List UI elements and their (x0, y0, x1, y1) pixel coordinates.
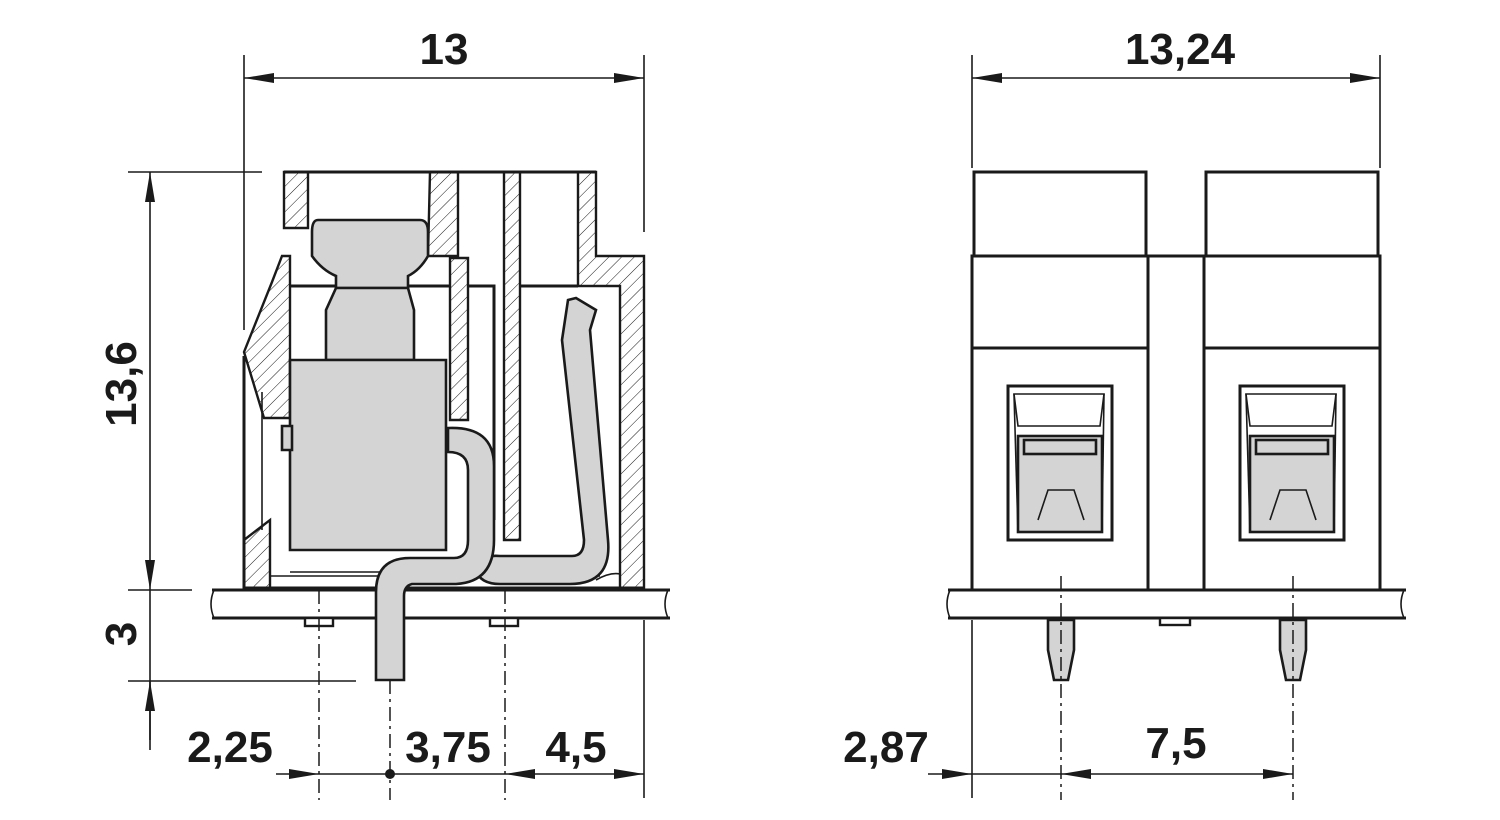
front-dimensions (928, 73, 1380, 779)
dim-offset-mid: 3,75 (405, 723, 491, 772)
side-dimensions (145, 73, 644, 779)
dim-side-height: 13,6 (97, 341, 146, 427)
side-centerlines (318, 590, 506, 800)
dim-offset-left: 2,25 (187, 723, 273, 772)
dim-front-width: 13,24 (1125, 25, 1236, 74)
housing-section (242, 170, 646, 590)
dim-pin-length: 3 (97, 622, 146, 646)
wire-entry-1 (1006, 384, 1114, 542)
front-view: 13,24 2,87 7,5 (843, 25, 1406, 800)
front-pins (1046, 618, 1308, 682)
push-lever (280, 218, 448, 552)
front-pcb-board (946, 588, 1406, 627)
wire-entry-2 (1238, 384, 1346, 542)
dim-front-offset: 2,87 (843, 723, 929, 772)
side-view: 13 13,6 3 2,25 3,75 4,5 (97, 25, 670, 800)
dim-side-width: 13 (420, 25, 469, 74)
pcb-board (210, 588, 670, 620)
dim-offset-right: 4,5 (545, 723, 606, 772)
front-centerlines (1060, 576, 1294, 800)
dim-front-pitch: 7,5 (1145, 719, 1206, 768)
solder-pin (374, 426, 496, 682)
